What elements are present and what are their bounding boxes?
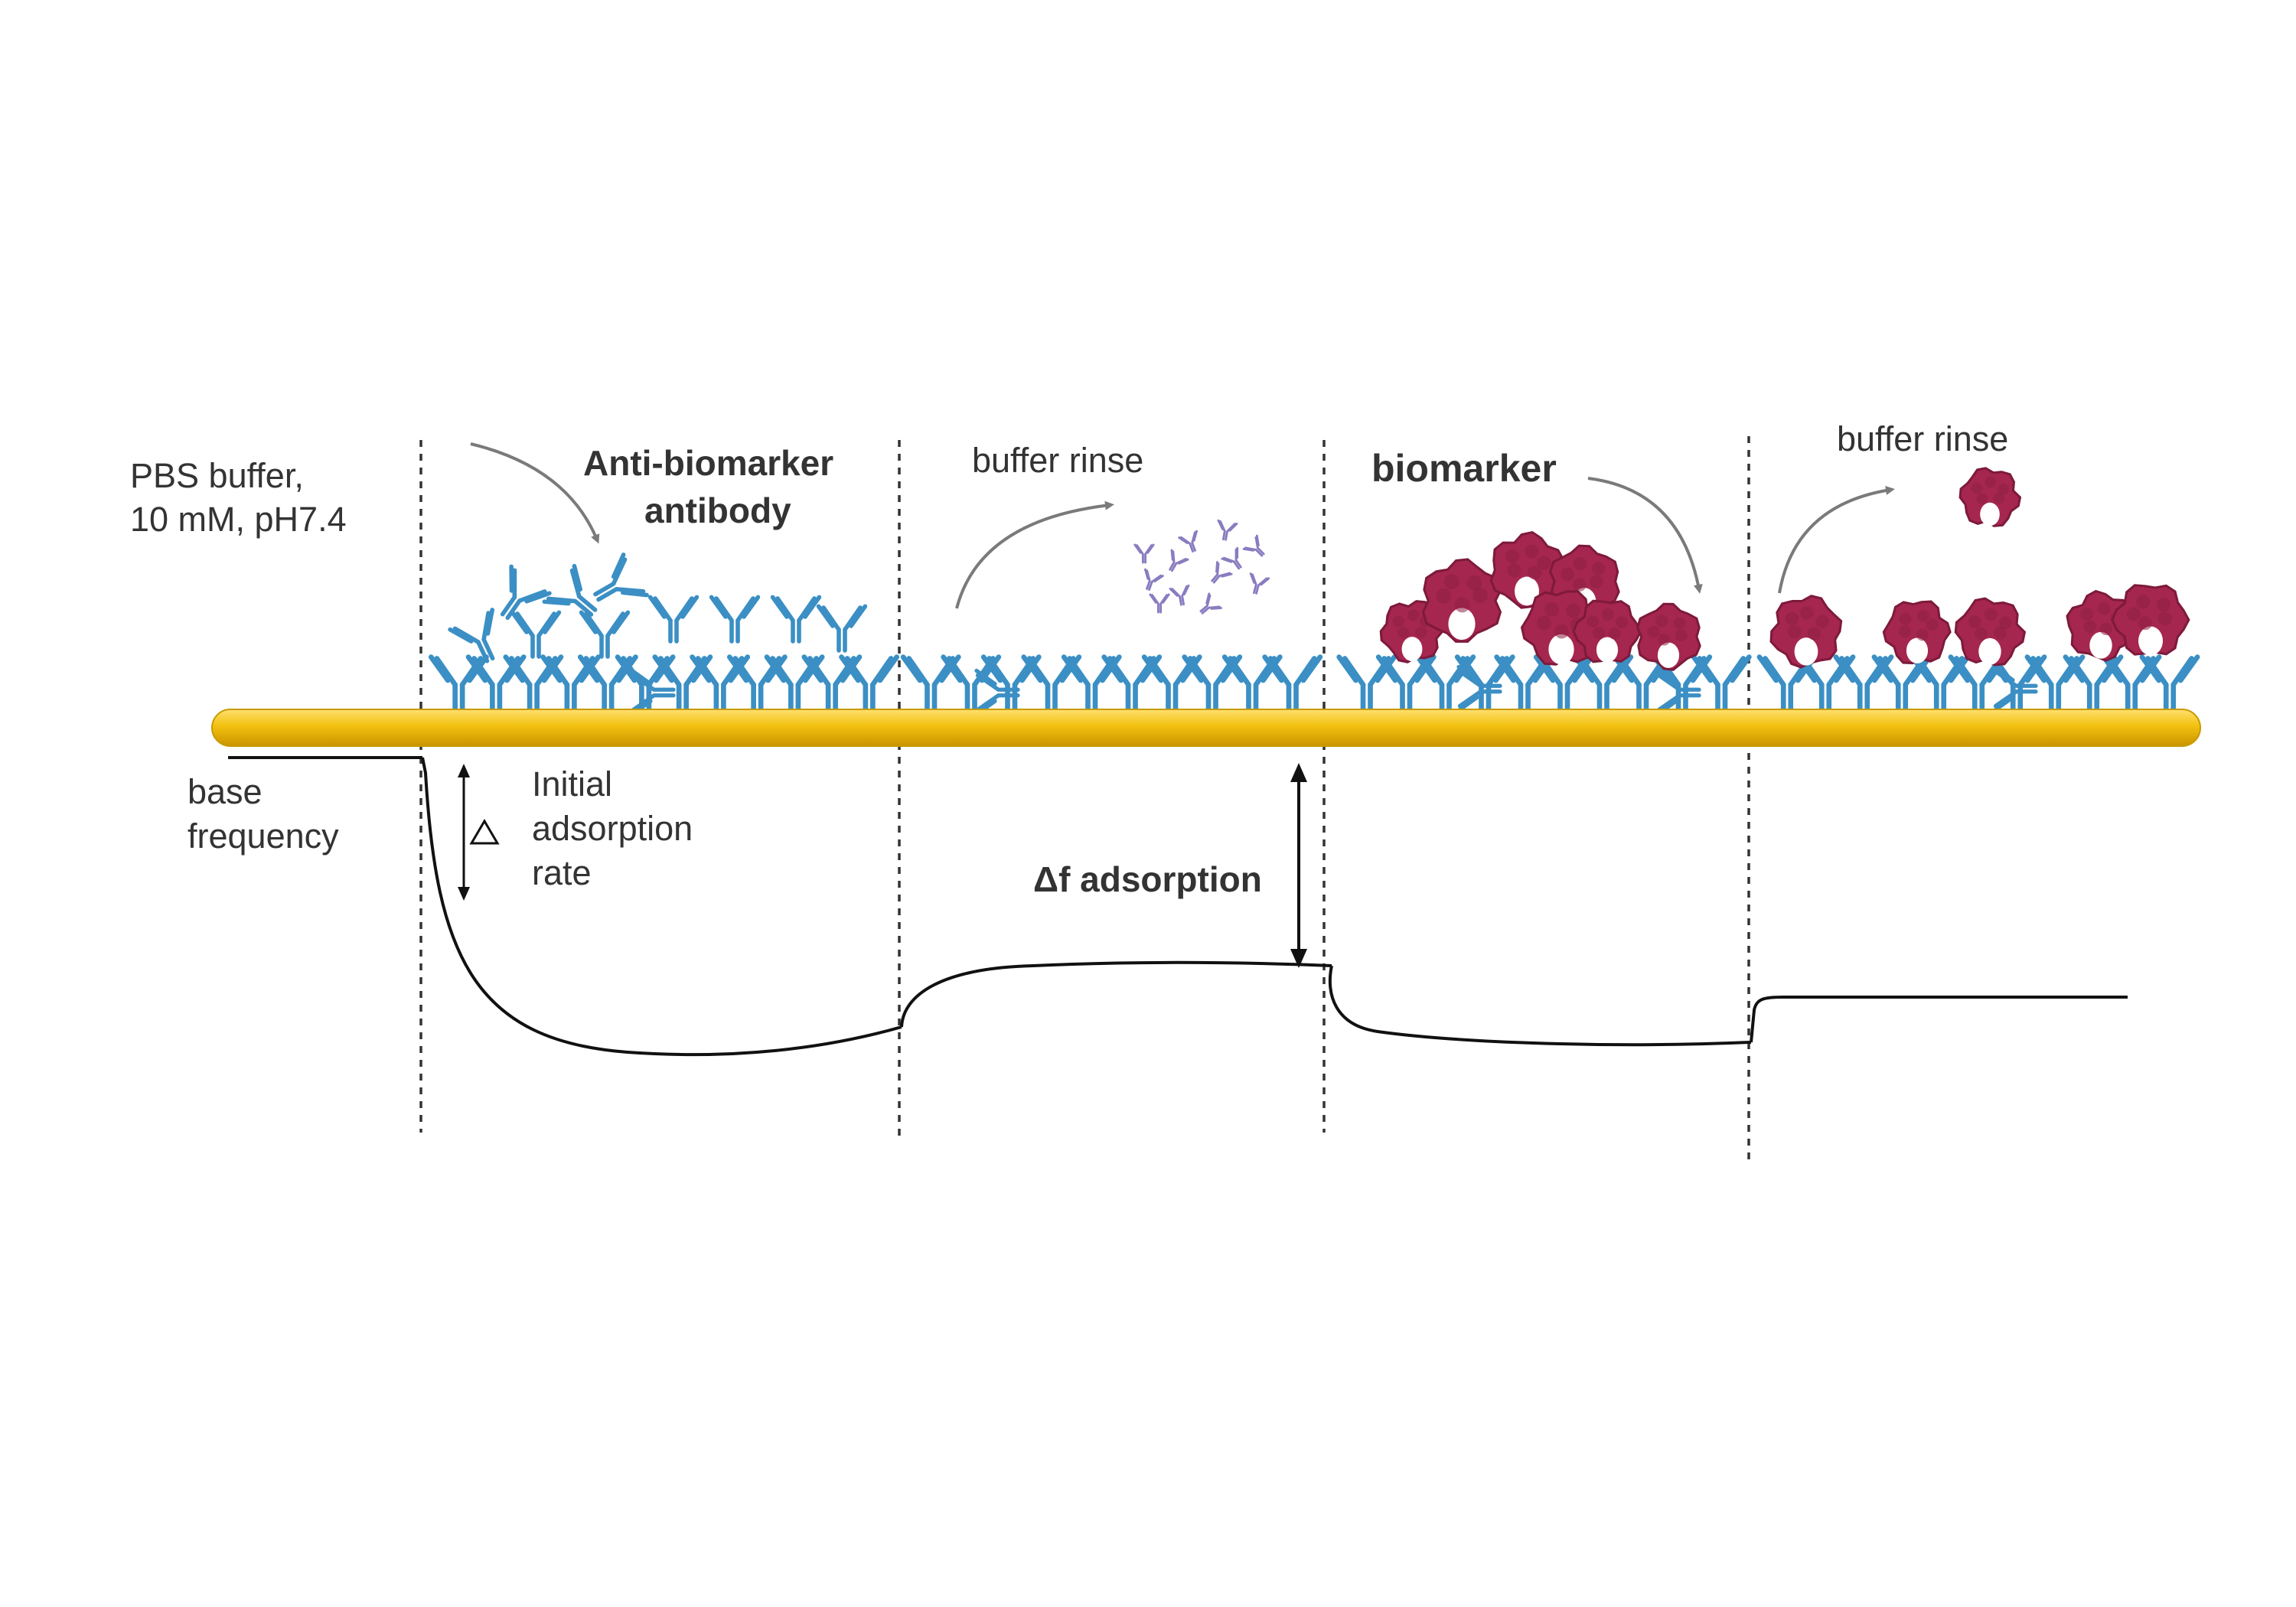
delta-f-arrow <box>1290 763 1307 968</box>
pbs-buffer-label: PBS buffer, <box>130 456 304 495</box>
antibody-icon <box>770 595 822 644</box>
antibody-icon <box>593 553 649 602</box>
antibody-adsorption-curve <box>421 757 902 1057</box>
antibody-icon <box>1211 561 1233 584</box>
final-rinse-curve <box>1750 996 2128 1043</box>
biomarker-icon <box>1489 530 1565 609</box>
biomarker-binding-curve <box>1328 965 1752 1047</box>
biomarker-icon <box>1422 558 1503 643</box>
antibody-layer <box>428 553 2200 717</box>
initial-rate-label-line3: rate <box>532 853 592 892</box>
delta-f-adsorption-label: Δf adsorption <box>1033 859 1262 899</box>
antibody-icon <box>1169 549 1189 572</box>
antibody-icon <box>448 608 495 663</box>
biomarker-icon <box>1572 599 1642 663</box>
antibody-icon <box>1182 654 1243 712</box>
rinsed-antibodies <box>1133 519 1270 614</box>
biomarker-icon <box>1958 467 2022 527</box>
biomarker-icon <box>1769 595 1843 669</box>
delta-triangle-icon <box>469 819 500 845</box>
antibody-icon <box>1217 519 1238 541</box>
antibody-icon <box>1262 654 1323 712</box>
antibody-icon <box>1242 534 1265 557</box>
initial-rate-label-line2: adsorption <box>532 809 693 848</box>
frequency-curve <box>228 756 2128 1057</box>
antibody-icon <box>1691 654 1752 712</box>
initial-rate-label-line1: Initial <box>532 764 613 804</box>
antibody-icon <box>709 595 761 644</box>
antibody-icon <box>1456 664 1502 713</box>
antibody-icon <box>510 610 562 659</box>
antibody-icon <box>1992 664 2038 713</box>
antibody-icon <box>579 610 631 659</box>
pbs-buffer-conditions: 10 mM, pH7.4 <box>130 500 347 539</box>
antibody-icon <box>1133 543 1155 564</box>
biomarker-icon <box>2111 584 2190 656</box>
antibody-icon <box>2139 654 2200 712</box>
biomarker-label: biomarker <box>1371 447 1557 490</box>
antibody-label-line2: antibody <box>644 491 791 530</box>
buffer-rinse-label-2: buffer rinse <box>1837 419 2009 458</box>
antibody-icon <box>1169 584 1190 606</box>
antibody-icon <box>1249 572 1270 595</box>
antibody-label-line1: Anti-biomarker <box>583 443 834 483</box>
antibody-icon <box>1149 593 1170 614</box>
initial-rate-arrow <box>458 764 470 901</box>
rinse-arrow-2 <box>1778 486 1895 594</box>
gold-sensor-surface <box>211 709 2201 747</box>
base-frequency-label-line1: base <box>188 772 263 811</box>
antibody-icon <box>816 604 868 653</box>
antibody-icon <box>542 563 598 617</box>
antibody-icon <box>839 654 900 712</box>
biomarker-icon <box>1954 597 2027 667</box>
antibody-icon <box>647 595 700 644</box>
biomarker-addition-arrow <box>1587 477 1703 594</box>
antibody-icon <box>630 668 676 717</box>
antibody-addition-arrow <box>470 442 600 544</box>
antibody-icon <box>1199 592 1222 614</box>
rinse-arrow-1 <box>955 500 1114 609</box>
antibody-icon <box>1061 654 1122 712</box>
biomarker-layer <box>1379 467 2190 671</box>
phase-separators <box>419 436 1750 1163</box>
biomarker-icon <box>1636 602 1701 671</box>
base-frequency-label-line2: frequency <box>188 817 339 856</box>
rinse-recovery-curve <box>900 960 1332 1028</box>
antibody-icon <box>1221 546 1242 570</box>
biomarker-icon <box>1882 600 1952 665</box>
antibody-icon <box>500 564 552 621</box>
antibody-icon <box>1178 530 1198 553</box>
biomarker-icon <box>1520 590 1602 666</box>
buffer-rinse-label-1: buffer rinse <box>972 441 1144 480</box>
antibody-icon <box>1144 568 1164 591</box>
process-arrows <box>470 442 1895 609</box>
